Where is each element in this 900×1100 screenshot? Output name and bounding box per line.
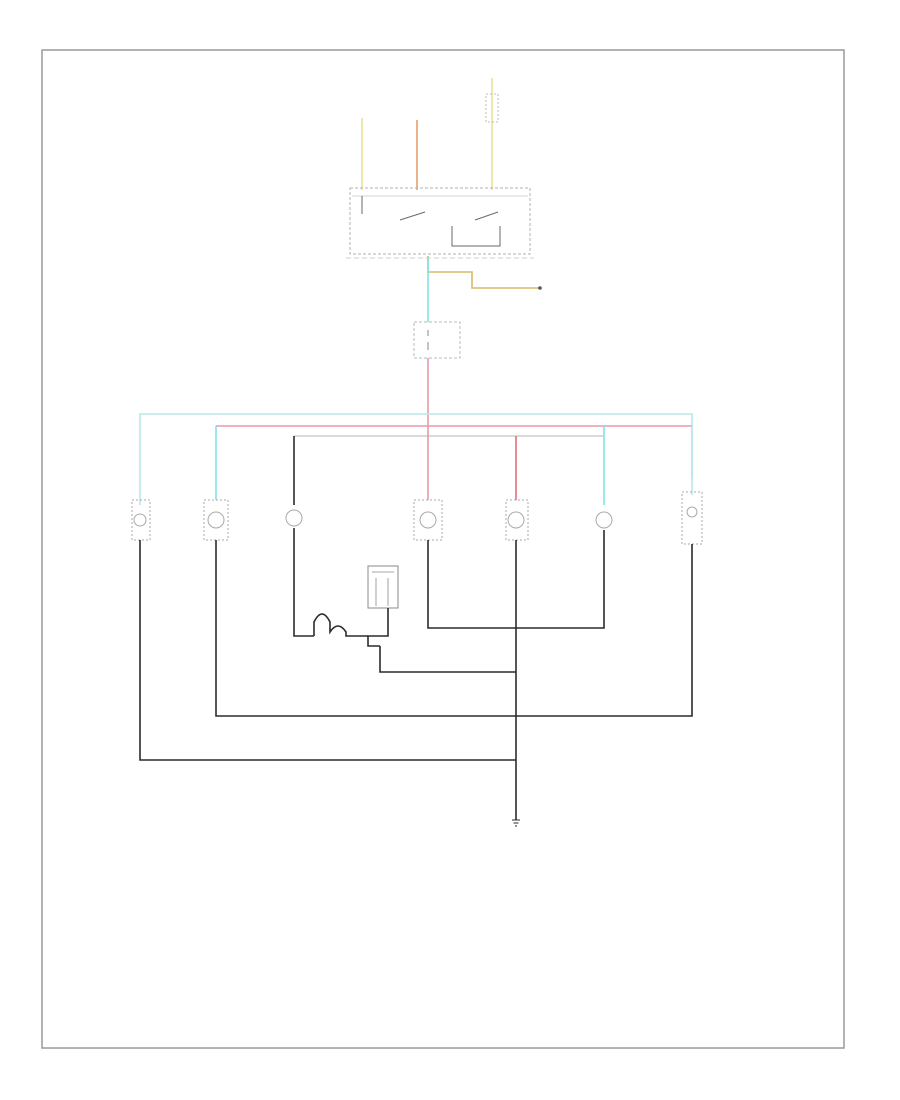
lamp-4-housing [413,499,443,541]
ground-wires [139,528,693,820]
lamp-1-housing [131,499,151,541]
bus-light-outer [139,413,693,478]
lamp-group [131,491,703,545]
bulb-icon [207,511,225,529]
bulb-icon [419,511,437,529]
bulb-icon [507,511,525,529]
connector-dot-icon [538,286,542,290]
lamp-7-housing [681,491,703,545]
wire-tan-dimmer-output [427,256,540,289]
fuse-icon-top [485,93,499,123]
ground-icon [512,819,520,827]
switch-contacts-icon [361,196,501,247]
lamp-5-housing [505,499,529,541]
bulb-icon [285,509,303,527]
fuse-block-mid [413,321,461,359]
connector-box [367,565,399,609]
headlamp-switch-box [349,187,531,255]
bulb-icon [686,506,698,518]
bulb-icon [133,513,147,527]
bulb-icon [595,511,613,529]
diagram-frame [41,49,845,1049]
